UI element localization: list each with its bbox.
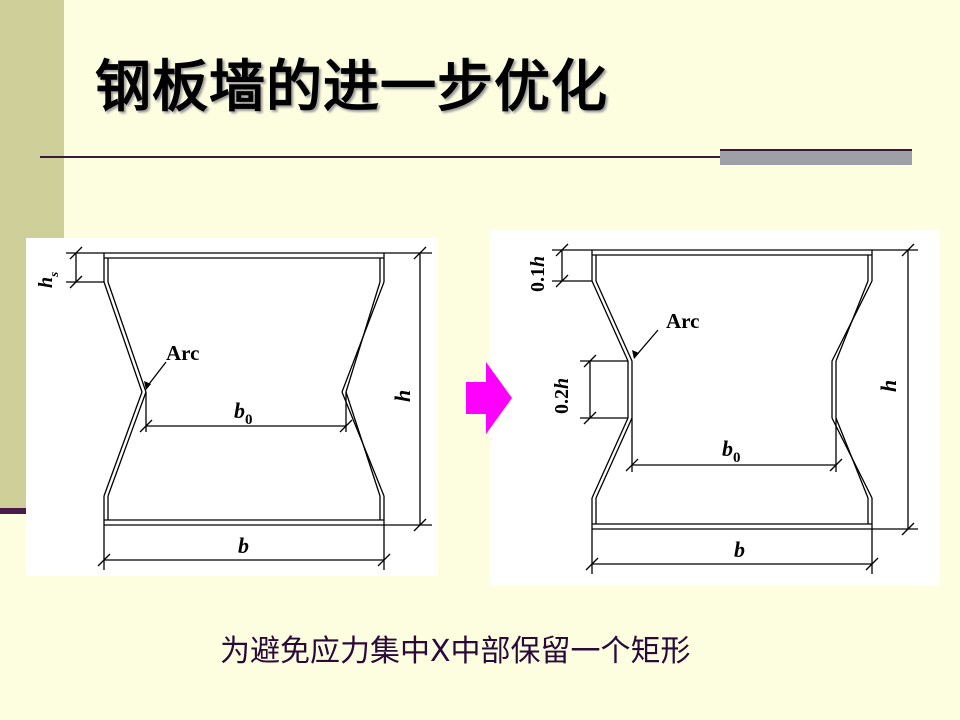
left-label-h: h	[390, 390, 415, 402]
left-dim-h	[384, 246, 432, 532]
left-arc-arrowhead	[144, 381, 151, 390]
right-dim-02h	[580, 354, 628, 425]
title-underline	[40, 156, 720, 158]
right-label-01h: 0.1h	[527, 256, 549, 292]
right-dim-b	[585, 529, 879, 574]
left-label-b: b	[238, 533, 249, 558]
left-dim-b0	[139, 392, 353, 433]
left-wall-shape	[103, 252, 385, 526]
left-dim-b	[97, 525, 391, 570]
right-dim-h	[872, 243, 918, 536]
left-dim-hs	[66, 246, 104, 289]
title-underline-block	[720, 149, 912, 165]
arrow-right-icon	[466, 362, 512, 434]
left-label-hs: hs	[35, 272, 61, 288]
right-label-h: h	[876, 380, 901, 392]
slide-title: 钢板墙的进一步优化	[95, 55, 608, 120]
right-arc-arrowhead	[632, 350, 639, 359]
right-dim-01h	[552, 243, 592, 288]
right-label-arc: Arc	[666, 309, 699, 333]
left-bar-accent	[0, 508, 28, 514]
slide-caption: 为避免应力集中X中部保留一个矩形	[220, 634, 691, 669]
right-label-02h: 0.2h	[551, 378, 573, 414]
left-label-b0: b0	[234, 398, 253, 428]
right-label-b: b	[734, 537, 745, 562]
right-wall-shape	[591, 249, 873, 530]
right-dim-b0	[625, 418, 843, 472]
left-label-arc: Arc	[166, 341, 199, 365]
right-label-b0: b0	[722, 436, 741, 466]
